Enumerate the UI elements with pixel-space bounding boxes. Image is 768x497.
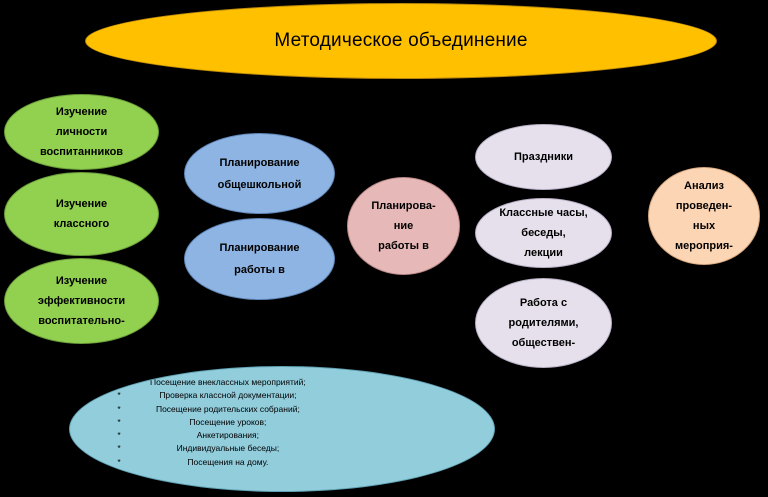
node-text: Классные часы,: [499, 207, 588, 219]
title-text: Методическое объединение: [274, 30, 528, 51]
connector-line: [702, 158, 704, 168]
node-text: Изучение: [55, 198, 108, 210]
node-text: ние: [393, 220, 414, 232]
bullet: *: [117, 456, 121, 467]
node-text: работы в: [378, 240, 429, 252]
node-text: Праздники: [513, 151, 573, 163]
list-item-text: Посещение внеклассных мероприятий;: [150, 377, 306, 387]
node-text: родителями,: [508, 317, 579, 329]
bullet: *: [117, 416, 121, 427]
node-study-class: Изучение классного: [4, 172, 159, 256]
node-text: лекции: [524, 247, 563, 259]
node-text: Изучение: [55, 275, 108, 287]
node-text: эффективности: [37, 295, 126, 307]
list-item: * Индивидуальные беседы;: [117, 442, 306, 455]
node-plan-work: Планирование работы в: [184, 218, 335, 300]
node-activities: * Посещение внеклассных мероприятий; * Про…: [69, 366, 495, 492]
node-parents: Работа с родителями, обществен-: [475, 278, 612, 368]
node-text: Работа с: [519, 297, 568, 309]
node-text: Изучение: [55, 106, 108, 118]
list-item-text: Посещения на дому.: [187, 456, 269, 467]
connector-line: [532, 79, 534, 87]
node-holidays: Праздники: [475, 124, 612, 190]
node-text: общешкольной: [217, 178, 302, 191]
node-plan-school: Планирование общешкольной: [184, 133, 335, 214]
bullet: *: [117, 403, 121, 414]
node-text: Планирова-: [371, 200, 436, 212]
list-item-text: Посещение родительских собраний;: [155, 403, 300, 414]
node-text: проведен-: [675, 200, 733, 212]
node-plan-work-2: Планирова- ние работы в: [347, 177, 460, 275]
list-item-text: Посещение уроков;: [189, 416, 267, 427]
list-item-text: Проверка классной документации;: [159, 390, 297, 401]
node-text: классного: [53, 218, 110, 230]
list-item: * Посещения на дому.: [117, 456, 306, 469]
node-study-personality: Изучение личности воспитанников: [4, 94, 159, 170]
list-item: * Посещение уроков;: [117, 416, 306, 429]
list-item-text: Индивидуальные беседы;: [176, 443, 280, 454]
title-ellipse: Методическое объединение: [85, 3, 717, 79]
node-text: Планирование: [219, 156, 300, 169]
activities-list: * Посещение внеклассных мероприятий; * Про…: [117, 376, 306, 469]
list-item-text: Анкетирования;: [196, 430, 260, 441]
node-text: воспитанников: [39, 146, 124, 158]
node-text: работы в: [234, 264, 285, 276]
node-text: ных: [692, 220, 716, 232]
node-text: беседы,: [521, 227, 566, 239]
list-item: * Проверка классной документации;: [117, 389, 306, 402]
node-text: Анализ: [684, 180, 724, 192]
bullet: *: [117, 377, 121, 387]
list-item: * Посещение родительских собраний;: [117, 403, 306, 416]
node-text: личности: [55, 126, 108, 138]
list-item: * Анкетирования;: [117, 429, 306, 442]
node-analysis: Анализ проведен- ных мероприя-: [648, 167, 760, 265]
node-class-hours: Классные часы, беседы, лекции: [475, 198, 612, 268]
node-text: мероприя-: [675, 240, 733, 252]
bullet: *: [117, 430, 121, 441]
node-text: Планирование: [219, 242, 300, 254]
node-text: воспитательно-: [38, 315, 125, 327]
bullet: *: [117, 443, 121, 454]
bullet: *: [117, 390, 121, 401]
node-text: обществен-: [511, 337, 576, 349]
list-item: * Посещение внеклассных мероприятий;: [117, 376, 306, 389]
node-study-efficiency: Изучение эффективности воспитательно-: [4, 258, 159, 344]
